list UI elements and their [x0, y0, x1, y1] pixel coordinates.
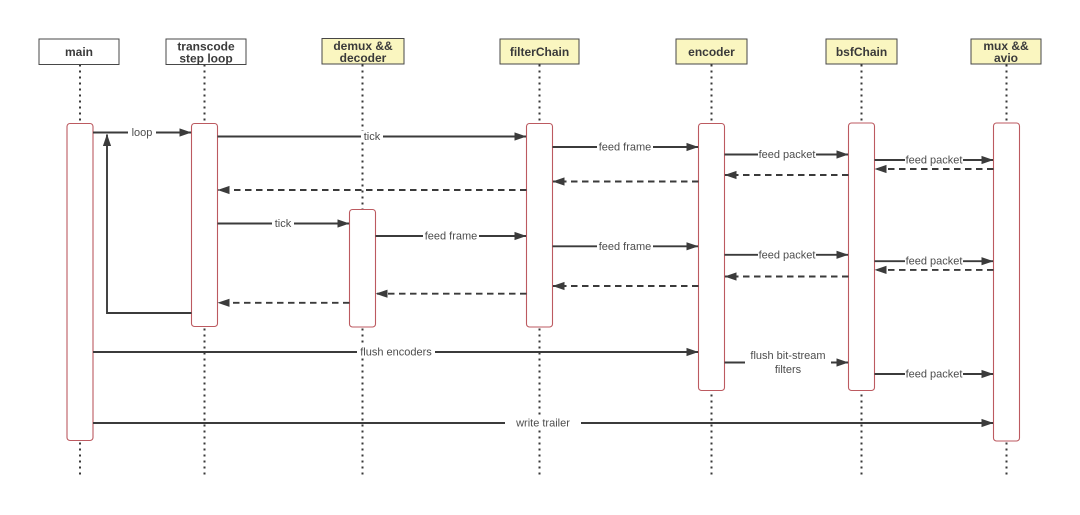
svg-text:transcode: transcode: [177, 40, 235, 54]
svg-text:mux &&: mux &&: [983, 39, 1029, 53]
svg-text:loop: loop: [132, 127, 153, 139]
svg-text:feed packet: feed packet: [759, 249, 816, 261]
svg-text:avio: avio: [994, 51, 1018, 65]
svg-text:flush bit-stream: flush bit-stream: [750, 350, 825, 362]
svg-text:feed frame: feed frame: [425, 231, 478, 243]
svg-text:feed packet: feed packet: [906, 155, 963, 167]
svg-text:decoder: decoder: [340, 51, 387, 65]
svg-text:feed packet: feed packet: [906, 256, 963, 268]
svg-text:main: main: [65, 45, 93, 59]
svg-text:filterChain: filterChain: [510, 45, 569, 59]
svg-text:write trailer: write trailer: [515, 418, 570, 430]
svg-text:feed packet: feed packet: [906, 369, 963, 381]
svg-text:step loop: step loop: [179, 52, 232, 66]
svg-text:tick: tick: [364, 131, 381, 143]
svg-text:flush encoders: flush encoders: [360, 347, 432, 359]
svg-text:tick: tick: [275, 218, 292, 230]
svg-text:feed frame: feed frame: [599, 241, 652, 253]
svg-text:feed packet: feed packet: [759, 149, 816, 161]
svg-text:encoder: encoder: [688, 45, 735, 59]
svg-text:feed frame: feed frame: [599, 142, 652, 154]
svg-text:bsfChain: bsfChain: [836, 45, 887, 59]
svg-text:demux &&: demux &&: [333, 39, 393, 53]
svg-text:filters: filters: [775, 364, 802, 376]
